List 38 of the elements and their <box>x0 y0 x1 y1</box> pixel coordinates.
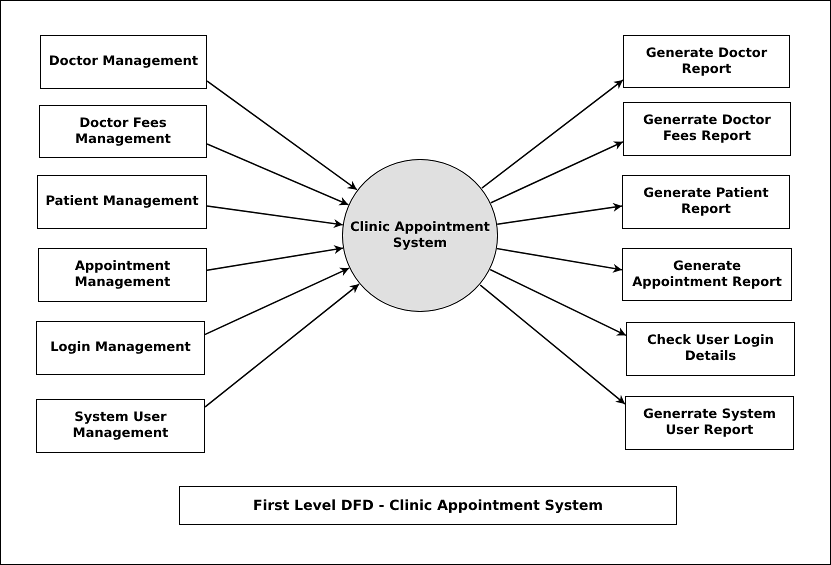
arrow <box>204 267 350 336</box>
entity-box <box>37 175 207 229</box>
node-label: System User Management <box>72 410 170 442</box>
entity-box <box>622 248 792 301</box>
node-label: Generate Patient Report <box>642 186 770 218</box>
entity-box <box>623 35 790 88</box>
node-label: Generrate Doctor Fees Report <box>642 113 772 145</box>
node-label: Generrate System User Report <box>642 407 777 439</box>
entity-box <box>38 248 207 302</box>
node-label: Patient Management <box>44 194 200 210</box>
entity-box <box>626 322 795 376</box>
node-label: Generate Appointment Report <box>631 258 783 290</box>
entity-box <box>36 399 205 453</box>
arrow <box>204 284 360 408</box>
arrow <box>206 80 358 190</box>
node-label: Login Management <box>49 340 192 356</box>
entity-box <box>40 35 207 89</box>
entity-box <box>625 396 794 450</box>
arrow <box>497 202 622 225</box>
arrow <box>490 141 624 204</box>
arrow <box>490 268 626 336</box>
node-label: Doctor Management <box>48 54 200 70</box>
entity-box <box>36 321 205 375</box>
node-label: Clinic Appointment System <box>349 220 491 252</box>
arrow <box>206 205 343 228</box>
arrow <box>481 79 624 189</box>
arrow <box>480 284 626 405</box>
entity-box <box>623 102 791 156</box>
node-label: Check User Login Details <box>646 333 775 365</box>
arrow <box>206 245 344 271</box>
entity-box <box>622 175 790 229</box>
diagram-title: First Level DFD - Clinic Appointment System <box>179 486 677 525</box>
arrow <box>206 143 349 206</box>
entity-box <box>39 105 207 158</box>
node-label: Appointment Management <box>74 259 172 291</box>
node-label: Doctor Fees Management <box>74 116 172 148</box>
node-label: Generate Doctor Report <box>644 46 768 78</box>
arrow <box>496 248 622 273</box>
